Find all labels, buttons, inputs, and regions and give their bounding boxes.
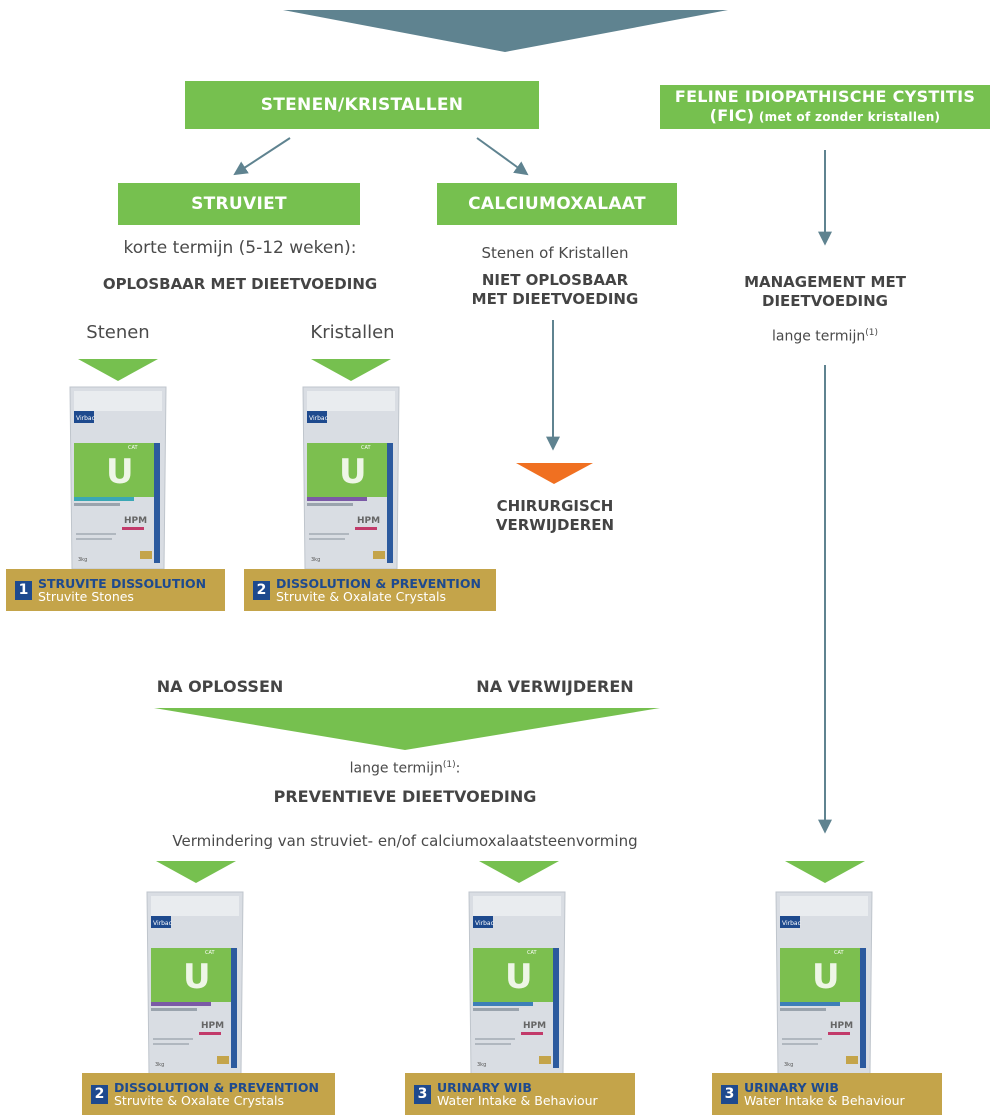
svg-text:CAT: CAT <box>128 445 139 451</box>
kristallen-label: Kristallen <box>310 322 395 343</box>
prevention-description: Vermindering van struviet- en/of calcium… <box>172 832 638 850</box>
prevention-term-text: lange termijn(1): <box>349 760 461 777</box>
stenen-kristallen-label: STENEN/KRISTALLEN <box>260 95 464 115</box>
green-arrow-stenen <box>78 359 158 381</box>
svg-text:3kg: 3kg <box>784 1062 793 1068</box>
svg-text:HPM: HPM <box>357 516 380 526</box>
svg-text:3kg: 3kg <box>311 557 320 563</box>
oxalaat-niet-oplosbaar: NIET OPLOSBAAR <box>481 271 629 289</box>
fic-dieetvoeding-text: DIEETVOEDING <box>762 292 888 310</box>
badge-number: 3 <box>414 1084 431 1104</box>
svg-text:3kg: 3kg <box>477 1062 486 1068</box>
struviet-oplosbaar-text: OPLOSBAAR MET DIEETVOEDING <box>102 275 378 293</box>
calciumoxalaat-label: CALCIUMOXALAAT <box>468 194 646 214</box>
svg-text:Virbac: Virbac <box>76 415 95 422</box>
big-green-funnel <box>154 708 660 750</box>
arrow-to-oxalaat <box>476 137 529 176</box>
badge-subtitle: Struvite & Oxalate Crystals <box>114 1093 284 1108</box>
na-verwijderen-label: NA VERWIJDEREN <box>476 677 634 696</box>
struviet-term-text: korte termijn (5-12 weken): <box>123 238 357 258</box>
oxalaat-dieetvoeding: MET DIEETVOEDING <box>471 290 639 308</box>
fic-management-text: MANAGEMENT MET <box>744 273 906 291</box>
arrow-to-struviet <box>233 137 291 176</box>
svg-text:HPM: HPM <box>523 1021 546 1031</box>
badge-title: URINARY WIB <box>437 1080 532 1095</box>
fic-title-line1: FELINE IDIOPATHISCHE CYSTITIS <box>674 87 976 106</box>
svg-text:HPM: HPM <box>201 1021 224 1031</box>
svg-text:Virbac: Virbac <box>309 415 328 422</box>
struviet-label: STRUVIET <box>191 194 287 214</box>
fic-box: FELINE IDIOPATHISCHE CYSTITIS (FIC) (met… <box>660 85 990 129</box>
badge-title: DISSOLUTION & PREVENTION <box>276 576 481 591</box>
svg-text:U: U <box>812 957 840 997</box>
svg-text:3kg: 3kg <box>78 557 87 563</box>
svg-text:Virbac: Virbac <box>782 920 801 927</box>
badge-subtitle: Struvite & Oxalate Crystals <box>276 589 446 604</box>
svg-text:Virbac: Virbac <box>475 920 494 927</box>
svg-text:HPM: HPM <box>830 1021 853 1031</box>
svg-text:3kg: 3kg <box>155 1062 164 1068</box>
calciumoxalaat-box: CALCIUMOXALAAT <box>437 183 677 225</box>
verwijderen-text: VERWIJDEREN <box>495 516 615 534</box>
na-oplossen-label: NA OPLOSSEN <box>156 677 284 696</box>
svg-text:U: U <box>339 452 367 492</box>
badge-title: STRUVITE DISSOLUTION <box>38 576 207 591</box>
badge-number: 2 <box>91 1084 108 1104</box>
badge-subtitle: Water Intake & Behaviour <box>437 1093 598 1108</box>
green-arrow-bottom-1 <box>156 861 236 883</box>
stenen-label: Stenen <box>86 322 150 343</box>
svg-text:Virbac: Virbac <box>153 920 172 927</box>
badge-subtitle: Water Intake & Behaviour <box>744 1093 905 1108</box>
struviet-box: STRUVIET <box>118 183 360 225</box>
badge-title: DISSOLUTION & PREVENTION <box>114 1080 319 1095</box>
svg-text:U: U <box>106 452 134 492</box>
svg-text:HPM: HPM <box>124 516 147 526</box>
top-funnel-arrow <box>283 10 728 52</box>
badge-title: URINARY WIB <box>744 1080 839 1095</box>
oxalaat-stenen-text: Stenen of Kristallen <box>481 244 629 262</box>
chirurgisch-text: CHIRURGISCH <box>496 497 614 515</box>
badge-subtitle: Struvite Stones <box>38 589 134 604</box>
fic-title-line2: (FIC) (met of zonder kristallen) <box>709 106 941 125</box>
badge-number: 3 <box>721 1084 738 1104</box>
svg-text:CAT: CAT <box>527 950 538 956</box>
svg-text:U: U <box>505 957 533 997</box>
badge-number: 2 <box>253 580 270 600</box>
svg-text:U: U <box>183 957 211 997</box>
svg-text:CAT: CAT <box>834 950 845 956</box>
badge-number: 1 <box>15 580 32 600</box>
orange-arrow <box>516 463 593 484</box>
fic-lange-termijn: lange termijn(1) <box>772 328 878 345</box>
stenen-kristallen-box: STENEN/KRISTALLEN <box>185 81 539 129</box>
green-arrow-kristallen <box>311 359 391 381</box>
svg-text:CAT: CAT <box>205 950 216 956</box>
green-arrow-bottom-3 <box>785 861 865 883</box>
preventieve-dieetvoeding: PREVENTIEVE DIEETVOEDING <box>273 787 537 806</box>
svg-text:CAT: CAT <box>361 445 372 451</box>
green-arrow-bottom-2 <box>479 861 559 883</box>
